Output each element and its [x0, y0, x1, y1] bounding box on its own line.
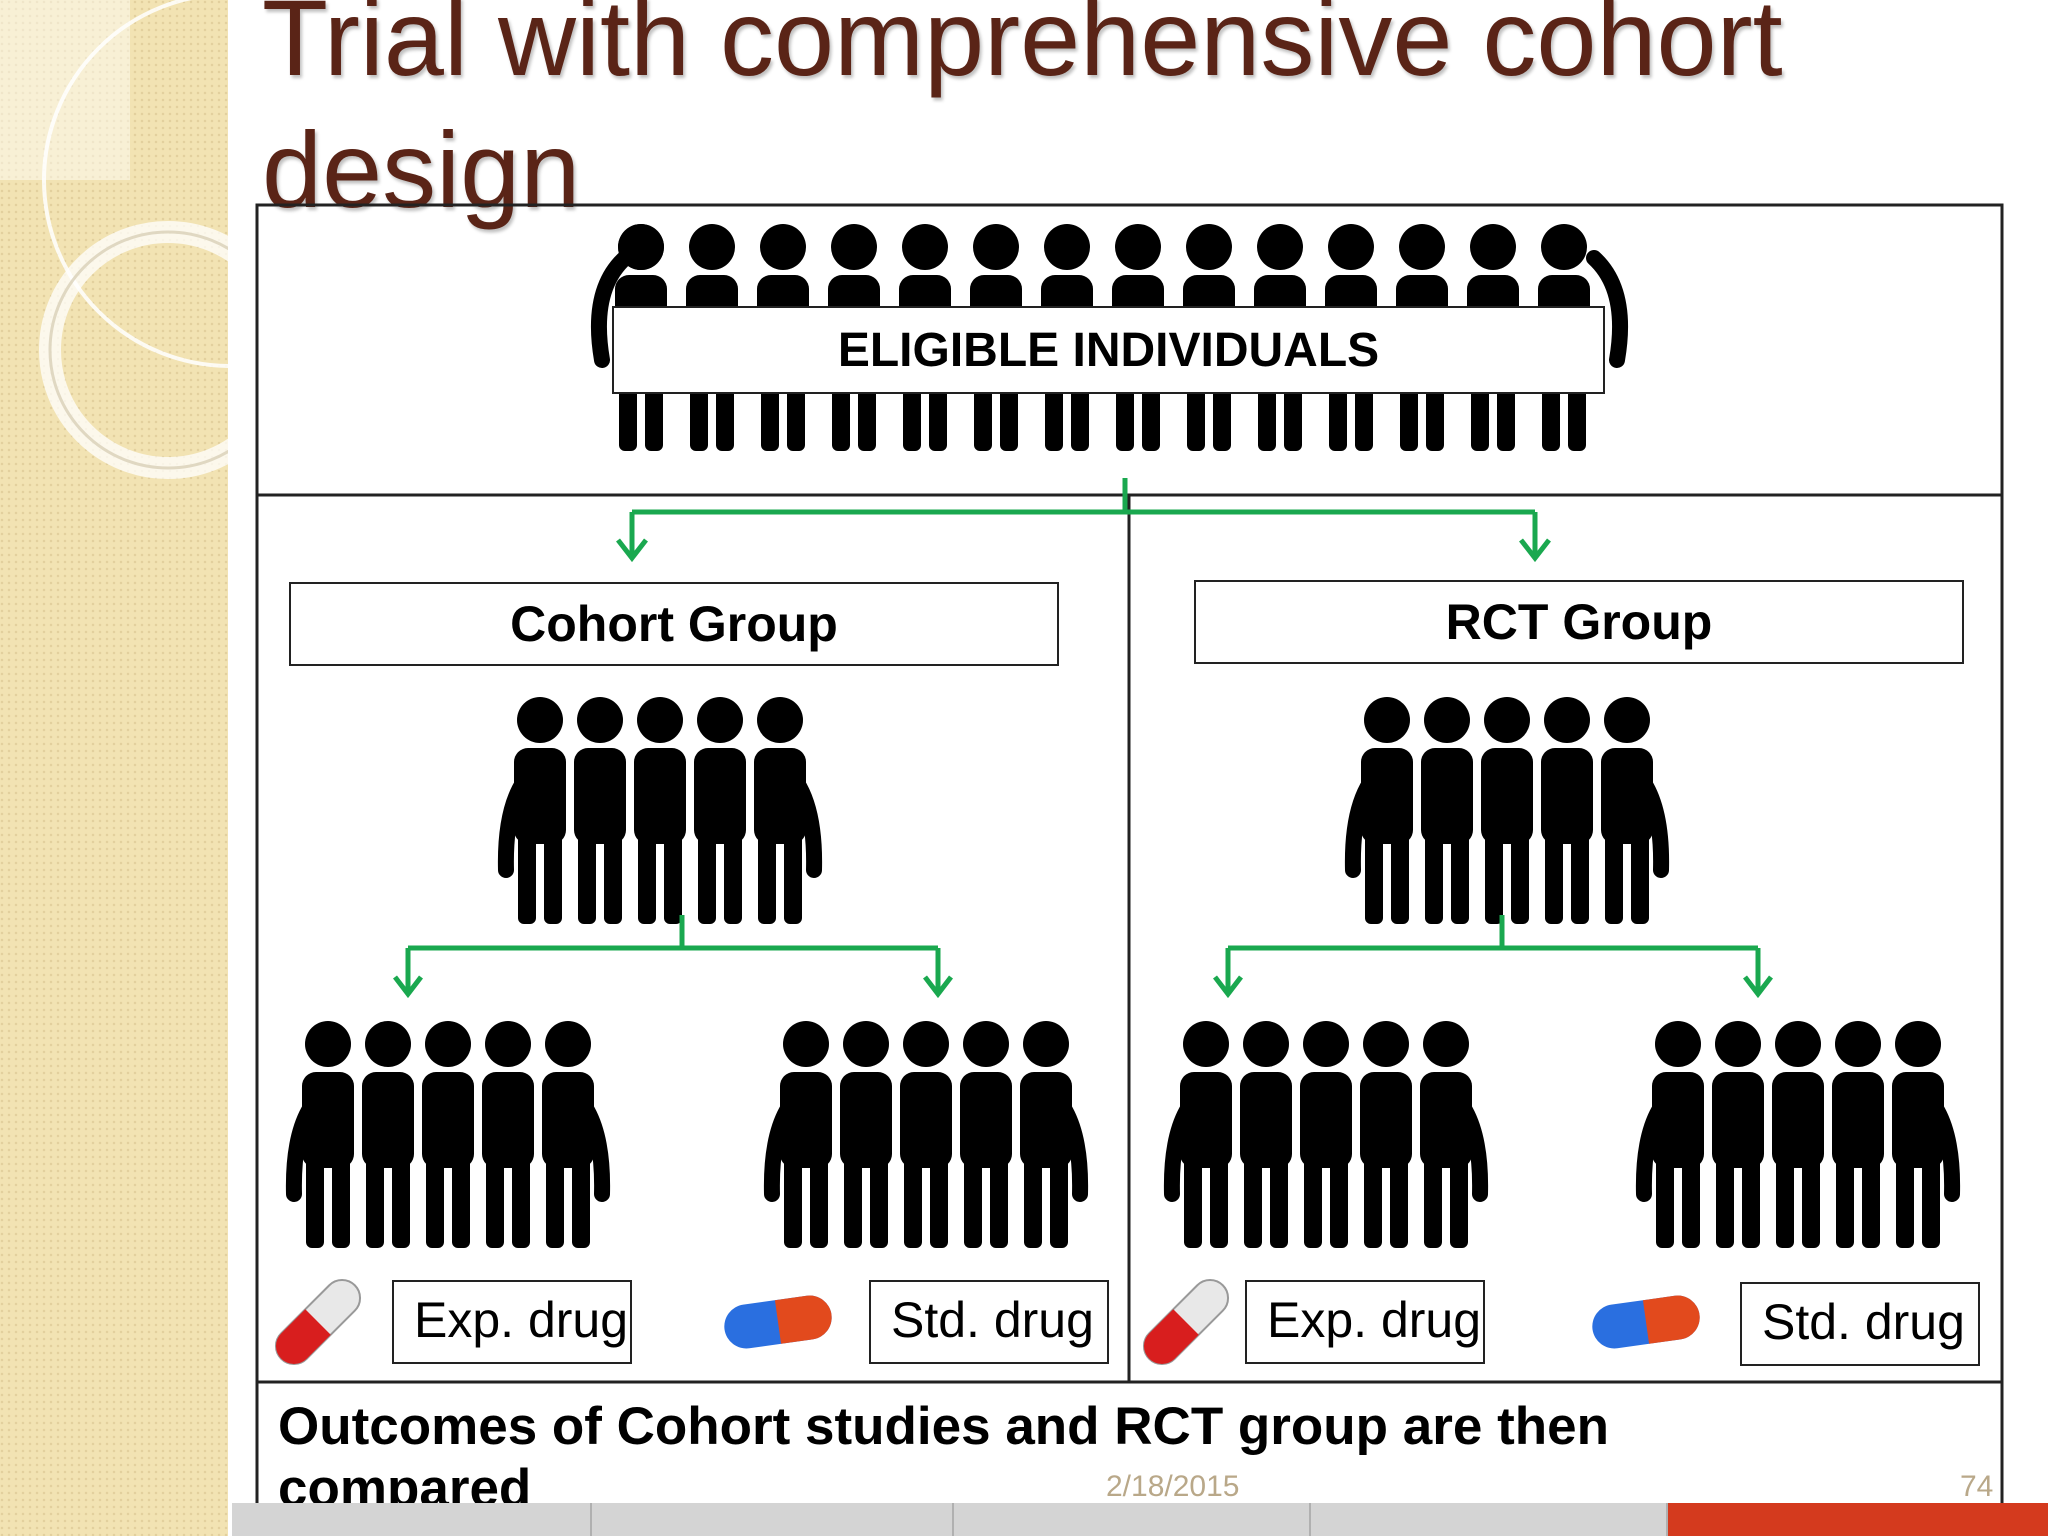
decorative-side-band	[0, 0, 228, 1536]
eligible-individuals-label: ELIGIBLE INDIVIDUALS	[612, 306, 1605, 394]
split-arrows-top	[616, 478, 1551, 563]
blue-red-capsule-icon	[724, 1295, 832, 1349]
rct-group-label: RCT Group	[1194, 580, 1964, 664]
cohort-std-drug-label: Std. drug	[869, 1280, 1109, 1364]
slide-date: 2/18/2015	[1106, 1470, 1240, 1503]
slide-page-number: 74	[1960, 1470, 1994, 1503]
rct-std-drug-label: Std. drug	[1740, 1282, 1980, 1366]
cohort-exp-drug-label: Exp. drug	[392, 1280, 632, 1364]
rct-std-people-icon	[1644, 1021, 1952, 1248]
cohort-group-people-icon	[506, 697, 814, 924]
bottom-bar-segment	[954, 1503, 1311, 1536]
bottom-bar	[232, 1503, 2048, 1536]
cohort-group-label: Cohort Group	[289, 582, 1059, 666]
rct-group-people-icon	[1353, 697, 1661, 924]
split-arrows-rct	[1213, 915, 1773, 999]
split-arrows-cohort	[393, 915, 953, 999]
bottom-bar-segment	[232, 1503, 592, 1536]
rct-exp-people-icon	[1172, 1021, 1480, 1248]
eligible-crowd-icon	[590, 224, 1629, 451]
bottom-bar-accent	[1668, 1503, 2048, 1536]
cohort-exp-people-icon	[294, 1021, 602, 1248]
cohort-std-people-icon	[772, 1021, 1080, 1248]
bottom-bar-segment	[592, 1503, 954, 1536]
rct-exp-drug-label: Exp. drug	[1245, 1280, 1485, 1364]
red-white-capsule-icon	[274, 1278, 362, 1366]
slide-title: Trial with comprehensive cohort design	[262, 0, 1783, 230]
decorative-rings	[39, 0, 228, 479]
blue-red-capsule-icon	[1592, 1295, 1700, 1349]
outcome-statement: Outcomes of Cohort studies and RCT group…	[278, 1397, 1609, 1518]
red-white-capsule-icon	[1142, 1278, 1230, 1366]
bottom-bar-segment	[1311, 1503, 1668, 1536]
